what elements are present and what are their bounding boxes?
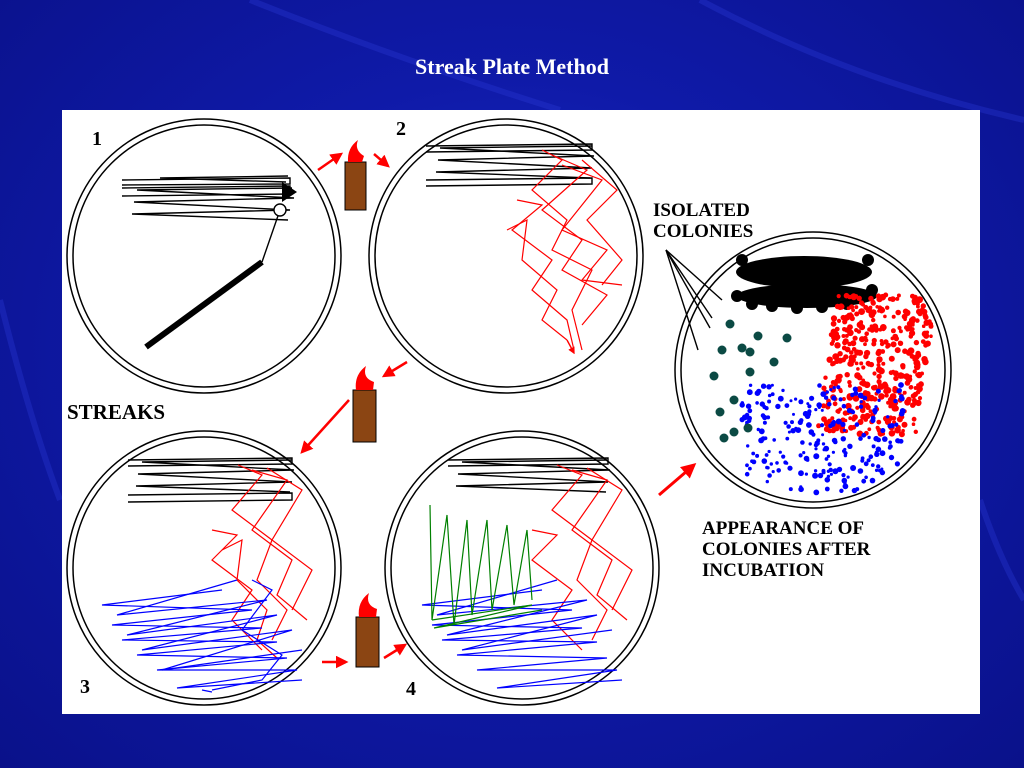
arrow-2a [381, 360, 408, 378]
result-label-line-2: COLONIES AFTER [702, 539, 871, 560]
isolated-colonies-line-2: COLONIES [653, 221, 754, 242]
inoculating-loop [144, 182, 297, 350]
isolated-colonies [709, 319, 792, 443]
colonies-dense-black [731, 254, 878, 314]
isolated-colonies-label: ISOLATED COLONIES [653, 200, 753, 242]
streak-third [101, 579, 303, 691]
result-label: APPEARANCE OF COLONIES AFTER INCUBATION [702, 518, 870, 581]
plate-4 [384, 430, 660, 706]
plate-1 [66, 118, 342, 394]
isolated-colonies-line-1: ISOLATED [653, 200, 750, 221]
result-plate [665, 231, 952, 509]
streaks-label: STREAKS [67, 400, 166, 424]
streak-fourth [429, 504, 543, 629]
arrow-1b [373, 153, 390, 168]
burner-3 [355, 593, 380, 668]
step-label-1: 1 [92, 128, 102, 150]
step-label-2: 2 [396, 118, 406, 140]
burner-2 [352, 366, 377, 443]
streak-first [121, 175, 295, 221]
arrow-2b [300, 399, 350, 454]
step-label-4: 4 [406, 678, 416, 700]
arrow-1a [317, 152, 344, 172]
arrow-3b [383, 643, 408, 660]
result-label-line-3: INCUBATION [702, 560, 825, 581]
step-label-3: 3 [80, 676, 90, 698]
arrow-to-result [658, 463, 697, 497]
pointer-lines [665, 249, 723, 351]
plate-3 [66, 430, 342, 706]
colonies-dense-red [816, 292, 934, 438]
plate-2 [368, 118, 644, 394]
result-label-line-1: APPEARANCE OF [702, 518, 865, 539]
streak-second [506, 149, 623, 351]
slide-title: Streak Plate Method [415, 54, 609, 79]
streak-plate-diagram: 1 2 3 4 STREAKS ISOLATED COLONIES APPEAR… [62, 110, 980, 714]
colonies-scattered-blue [739, 382, 906, 496]
burner-1 [344, 140, 367, 211]
